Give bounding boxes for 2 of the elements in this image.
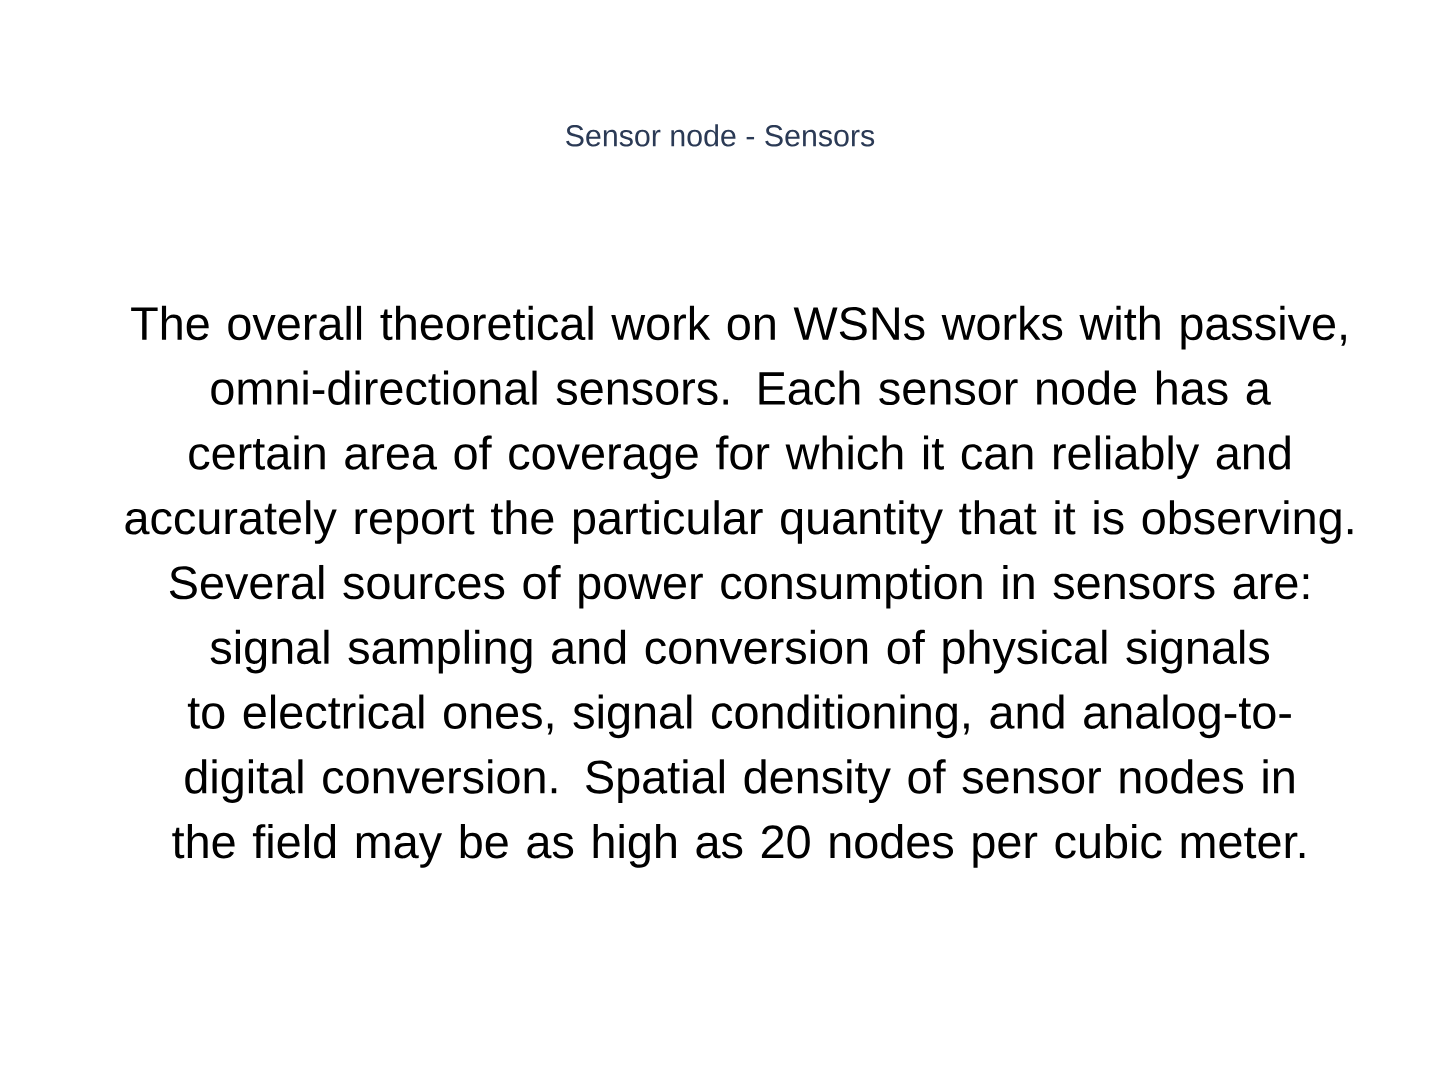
slide-title: Sensor node - Sensors [566, 124, 875, 147]
body-paragraph: The overall theoretical work on WSNs works with passive, omni-directional sensors. Each sensor node has a certain area of coverage for which it can reliably and accurately report the particular quantity that it is observing. Several sources of power consumption in sensors are: signal sampling and conversion of physical signals to electrical ones, signal conditioning, and analog-to-digital conversion. Spatial density of sensor nodes in the field may be as high as 20 nodes per cubic meter. [125, 305, 1353, 868]
